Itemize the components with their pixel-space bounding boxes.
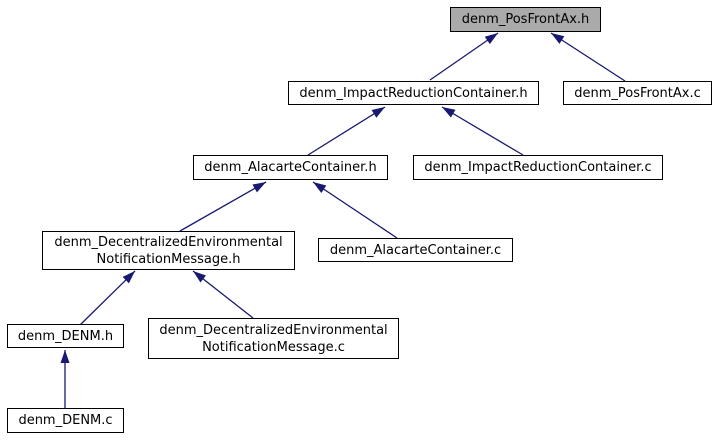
edge-decentralizedenvironmentalnotificationmessage-c-to-decentralizedenvironmentalnotificationmessage-h [192, 270, 254, 319]
node-denm-impactreductioncontainer-c[interactable]: denm_ImpactReductionContainer.c [413, 155, 663, 180]
node-label: denm_DecentralizedEnvironmental Notifica… [159, 322, 388, 355]
node-denm-impactreductioncontainer-h[interactable]: denm_ImpactReductionContainer.h [288, 81, 539, 105]
node-denm-alacartecontainer-c[interactable]: denm_AlacarteContainer.c [318, 238, 513, 262]
edge-impactreductioncontainer-h-to-posfrontax-h [429, 32, 499, 81]
edge-decentralizedenvironmentalnotificationmessage-h-to-alacartecontainer-h [179, 181, 267, 232]
node-denm-denm-c[interactable]: denm_DENM.c [7, 408, 124, 433]
edge-alacartecontainer-c-to-alacartecontainer-h [312, 181, 398, 239]
node-label: denm_ImpactReductionContainer.h [299, 85, 528, 101]
edge-alacartecontainer-h-to-impactreductioncontainer-h [307, 106, 386, 156]
node-label: denm_DecentralizedEnvironmental Notifica… [54, 234, 283, 267]
node-denm-decentralizedenvironmentalnotificationmessage-c[interactable]: denm_DecentralizedEnvironmental Notifica… [148, 318, 399, 359]
edge-denm-h-to-decentralizedenvironmentalnotificationmessage-h [79, 270, 136, 326]
node-label: denm_ImpactReductionContainer.c [424, 160, 652, 175]
node-denm-posfrontax-h[interactable]: denm_PosFrontAx.h [450, 7, 601, 32]
node-denm-denm-h[interactable]: denm_DENM.h [7, 324, 124, 348]
node-label: denm_AlacarteContainer.c [329, 242, 502, 258]
node-label: denm_PosFrontAx.c [574, 85, 701, 101]
edge-impactreductioncontainer-c-to-impactreductioncontainer-h [441, 106, 524, 156]
node-label: denm_DENM.h [17, 328, 114, 344]
node-label: denm_DENM.c [18, 413, 113, 428]
node-label: denm_PosFrontAx.h [461, 12, 590, 27]
edge-posfrontax-c-to-posfrontax-h [550, 32, 626, 82]
node-denm-alacartecontainer-h[interactable]: denm_AlacarteContainer.h [193, 155, 388, 180]
node-denm-posfrontax-c[interactable]: denm_PosFrontAx.c [563, 81, 712, 105]
node-denm-decentralizedenvironmentalnotificationmessage-h[interactable]: denm_DecentralizedEnvironmental Notifica… [42, 231, 295, 270]
node-label: denm_AlacarteContainer.h [204, 160, 377, 175]
